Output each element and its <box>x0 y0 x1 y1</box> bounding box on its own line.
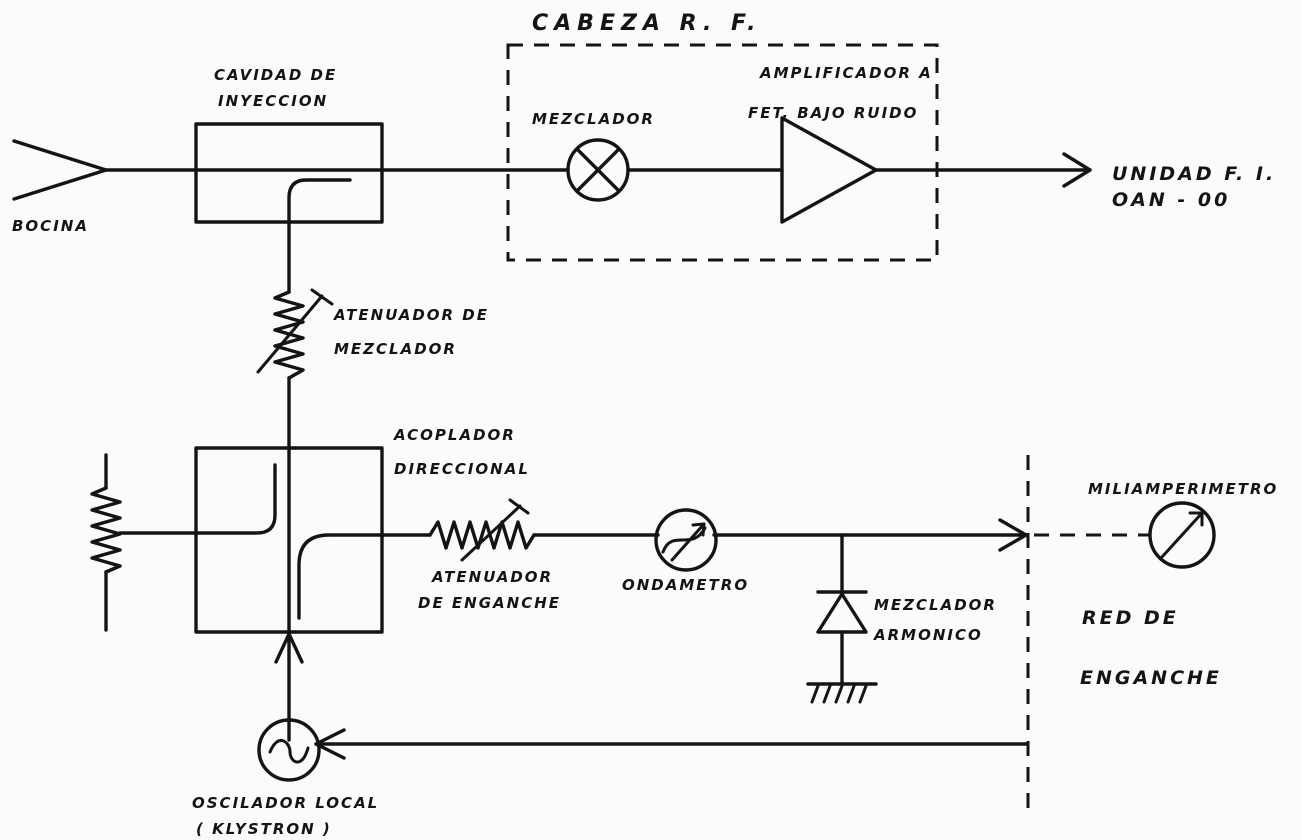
harmonic-mixer-diode-icon <box>816 533 868 686</box>
local-oscillator-label-line2: ( KLYSTRON ) <box>196 820 332 838</box>
rf-head-box <box>506 43 939 262</box>
wavemeter-label: ONDAMETRO <box>622 576 749 594</box>
horn-label: BOCINA <box>12 217 89 235</box>
mixer-attenuator-icon <box>256 288 334 380</box>
milliammeter-label: MILIAMPERIMETRO <box>1088 480 1278 498</box>
amplifier-label-line2: FET, BAJO RUIDO <box>748 104 918 122</box>
lock-network-label-line2: ENGANCHE <box>1080 667 1222 689</box>
lock-arrow-icon <box>998 518 1028 552</box>
directional-coupler-label-line2: DIRECCIONAL <box>394 460 530 478</box>
amplifier-label-line1: AMPLIFICADOR A <box>759 64 933 82</box>
coupler-branch-left <box>118 463 277 535</box>
directional-coupler-label-line1: ACOPLADOR <box>393 426 516 444</box>
harmonic-mixer-label-line1: MEZCLADOR <box>874 596 997 614</box>
local-oscillator-icon <box>257 718 321 782</box>
if-unit-label-line1: UNIDAD F. I. <box>1112 163 1276 185</box>
coupler-branch-right <box>297 533 432 620</box>
mixer-icon <box>566 138 630 202</box>
feedback-arrow-icon <box>314 728 346 760</box>
ground-icon <box>806 682 878 704</box>
wavemeter-icon <box>654 508 718 572</box>
mixer-label: MEZCLADOR <box>532 110 655 128</box>
amplifier-icon <box>780 116 878 224</box>
lock-attenuator-label-line2: DE ENGANCHE <box>418 594 561 612</box>
injection-cavity-label-line1: CAVIDAD DE <box>214 66 337 84</box>
injection-cavity-label-line2: INYECCION <box>218 92 328 110</box>
lock-network-label-line1: RED DE <box>1082 607 1179 629</box>
milliammeter-icon <box>1148 501 1216 569</box>
termination-resistor-icon <box>90 453 122 632</box>
if-unit-label-line2: OAN - 00 <box>1112 189 1230 211</box>
harmonic-mixer-label-line2: ARMONICO <box>873 626 983 644</box>
injection-coupling-line <box>287 178 352 294</box>
horn-antenna-icon <box>12 139 108 201</box>
output-arrow-icon <box>1062 152 1092 188</box>
rf-head-label: CABEZA R. F. <box>532 11 762 36</box>
local-oscillator-label-line1: OSCILADOR LOCAL <box>192 794 379 812</box>
mixer-attenuator-label-line1: ATENUADOR DE <box>333 306 489 324</box>
lock-attenuator-icon <box>428 498 536 562</box>
coupler-input-arrow-icon <box>274 632 304 664</box>
lock-attenuator-label-line1: ATENUADOR <box>431 568 553 586</box>
mixer-attenuator-label-line2: MEZCLADOR <box>334 340 457 358</box>
